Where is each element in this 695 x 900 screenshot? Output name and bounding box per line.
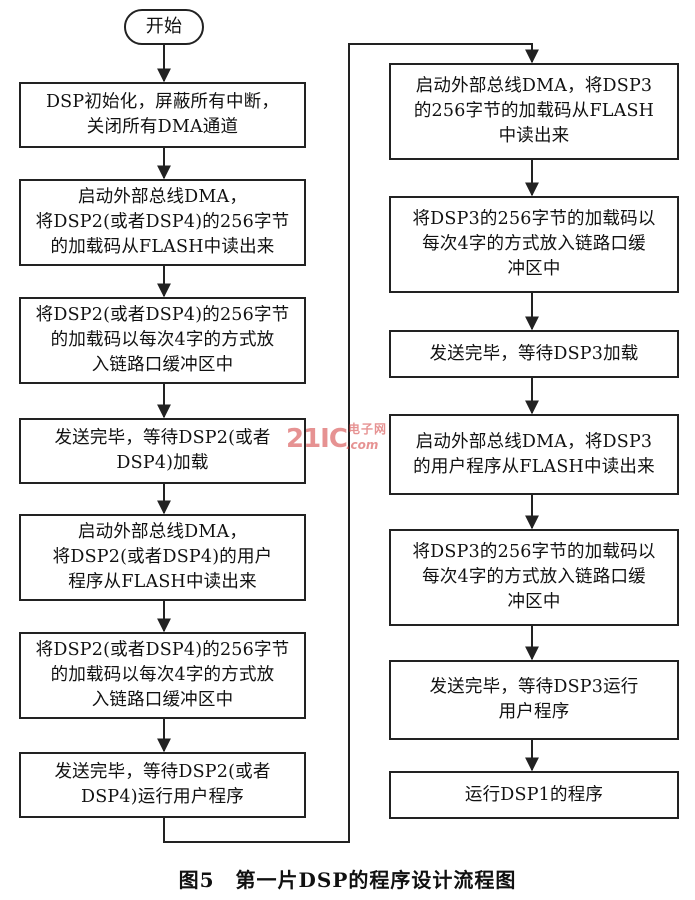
process-step-left-5: 启动外部总线DMA， 将DSP2(或者DSP4)的用户 程序从FLASH中读出来 — [19, 514, 306, 601]
watermark-logo: 21IC 电子网 .com — [286, 423, 386, 454]
process-step-right-2: 将DSP3的256字节的加载码以 每次4字的方式放入链路口缓 冲区中 — [389, 196, 679, 293]
process-step-right-7: 运行DSP1的程序 — [389, 771, 679, 819]
process-step-left-2: 启动外部总线DMA， 将DSP2(或者DSP4)的256字节 的加载码从FLAS… — [19, 179, 306, 266]
process-step-left-7: 发送完毕，等待DSP2(或者 DSP4)运行用户程序 — [19, 752, 306, 818]
process-step-right-3: 发送完毕，等待DSP3加载 — [389, 330, 679, 378]
process-step-right-1: 启动外部总线DMA，将DSP3 的256字节的加载码从FLASH 中读出来 — [389, 63, 679, 160]
process-step-left-6: 将DSP2(或者DSP4)的256字节 的加载码以每次4字的方式放 入链路口缓冲… — [19, 632, 306, 719]
process-step-right-6: 发送完毕，等待DSP3运行 用户程序 — [389, 660, 679, 740]
watermark-number: 21IC — [286, 424, 348, 454]
watermark-chinese: 电子网 — [348, 422, 388, 436]
process-step-left-3: 将DSP2(或者DSP4)的256字节 的加载码以每次4字的方式放 入链路口缓冲… — [19, 297, 306, 384]
process-step-left-1: DSP初始化，屏蔽所有中断， 关闭所有DMA通道 — [19, 82, 306, 148]
process-step-left-4: 发送完毕，等待DSP2(或者 DSP4)加载 — [19, 418, 306, 484]
start-node: 开始 — [124, 9, 204, 45]
process-step-right-5: 将DSP3的256字节的加载码以 每次4字的方式放入链路口缓 冲区中 — [389, 529, 679, 626]
watermark-domain: .com — [346, 438, 379, 452]
process-step-right-4: 启动外部总线DMA，将DSP3 的用户程序从FLASH中读出来 — [389, 414, 679, 495]
figure-caption: 图5 第一片DSP的程序设计流程图 — [178, 868, 517, 892]
connector-left-to-right-column — [163, 43, 539, 843]
